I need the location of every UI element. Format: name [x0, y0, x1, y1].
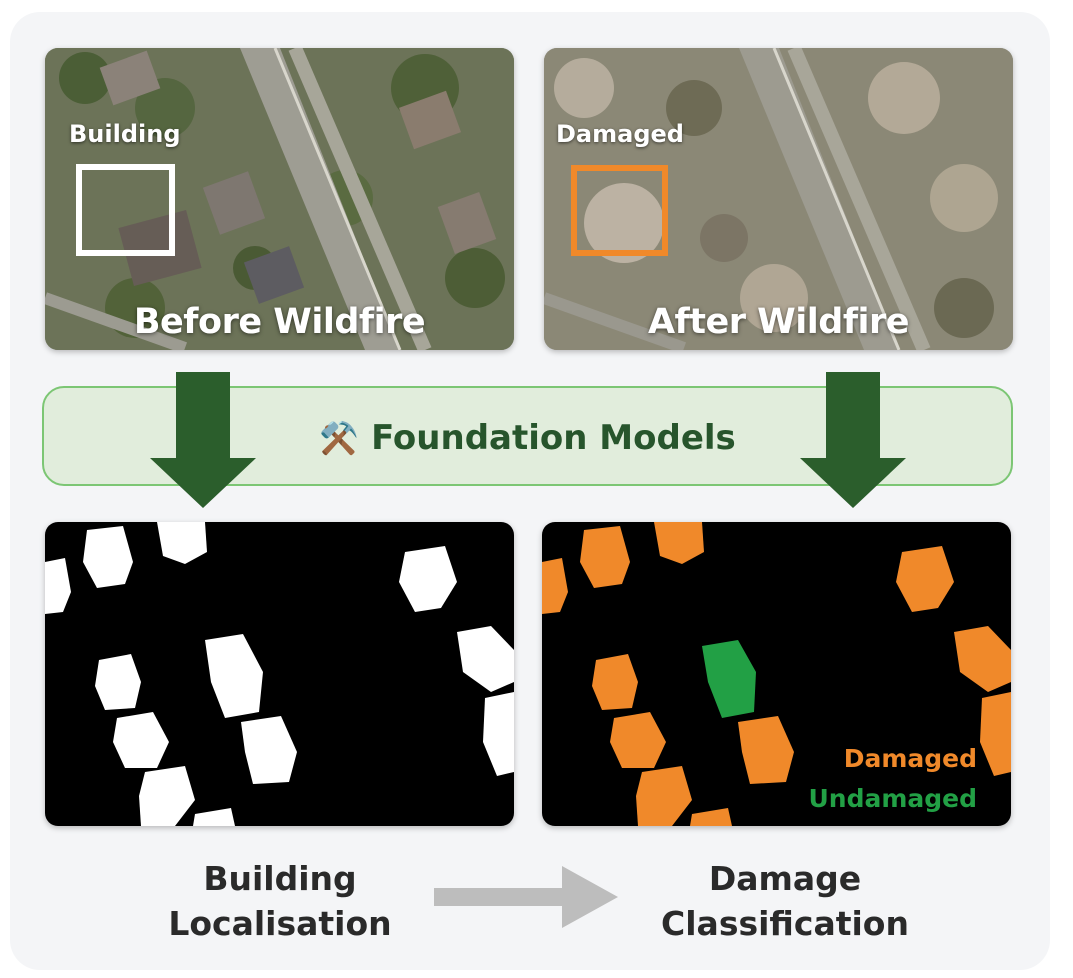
building-mask-9 — [113, 712, 169, 768]
damaged-mask-9 — [738, 716, 794, 784]
building-mask-2 — [157, 522, 207, 564]
building-mask-1 — [83, 526, 133, 588]
classification-mask-shapes — [542, 522, 1011, 826]
building-mask-8 — [95, 654, 141, 710]
right-arrow-icon — [434, 866, 618, 928]
caption-right-line1: Damage — [708, 859, 862, 898]
building-selection-box — [76, 164, 175, 256]
building-mask-10 — [241, 716, 297, 784]
caption-left-line2: Localisation — [168, 904, 392, 943]
damaged-mask-4 — [896, 546, 954, 612]
building-mask-4 — [399, 546, 457, 612]
localisation-mask-shapes — [45, 522, 514, 826]
building-mask-11 — [139, 766, 195, 826]
caption-right-line2: Classification — [661, 904, 909, 943]
building-mask-6 — [483, 692, 514, 776]
damaged-mask-2 — [654, 522, 704, 564]
after-wildfire-image: Damaged After Wildfire — [544, 48, 1013, 350]
building-localisation-mask — [45, 522, 514, 826]
hammer-wrench-icon: ⚒️ — [319, 419, 360, 457]
damaged-mask-10 — [636, 766, 692, 826]
damage-classification-mask: Damaged Undamaged — [542, 522, 1011, 826]
damaged-mask-7 — [592, 654, 638, 710]
damage-classification-caption: Damage Classification — [630, 856, 940, 946]
before-wildfire-caption: Before Wildfire — [133, 302, 426, 342]
before-wildfire-image: Building Before Wildfire — [45, 48, 514, 350]
damaged-mask-1 — [580, 526, 630, 588]
building-mask-12 — [193, 808, 235, 826]
building-mask-5 — [457, 626, 514, 692]
foundation-models-title: ⚒️ Foundation Models — [44, 418, 1011, 458]
before-aerial-texture — [45, 48, 514, 350]
down-arrow-right-icon — [800, 372, 906, 508]
undamaged-mask-1 — [702, 640, 756, 718]
damaged-mask-11 — [690, 808, 732, 826]
foundation-models-label: Foundation Models — [371, 418, 736, 458]
after-aerial-texture — [544, 48, 1013, 350]
down-arrow-left-icon — [150, 372, 256, 508]
caption-left-line1: Building — [203, 859, 357, 898]
legend-damaged: Damaged — [843, 744, 977, 773]
building-mask-3 — [45, 558, 71, 614]
building-box-label: Building — [69, 120, 181, 148]
damaged-mask-8 — [610, 712, 666, 768]
legend-undamaged: Undamaged — [808, 784, 977, 813]
damaged-selection-box — [571, 165, 668, 256]
building-localisation-caption: Building Localisation — [130, 856, 430, 946]
building-mask-7 — [205, 634, 263, 718]
damaged-mask-3 — [542, 558, 568, 614]
after-wildfire-caption: After Wildfire — [647, 302, 910, 342]
damaged-box-label: Damaged — [556, 120, 684, 148]
damaged-mask-6 — [980, 692, 1011, 776]
damaged-mask-5 — [954, 626, 1011, 692]
